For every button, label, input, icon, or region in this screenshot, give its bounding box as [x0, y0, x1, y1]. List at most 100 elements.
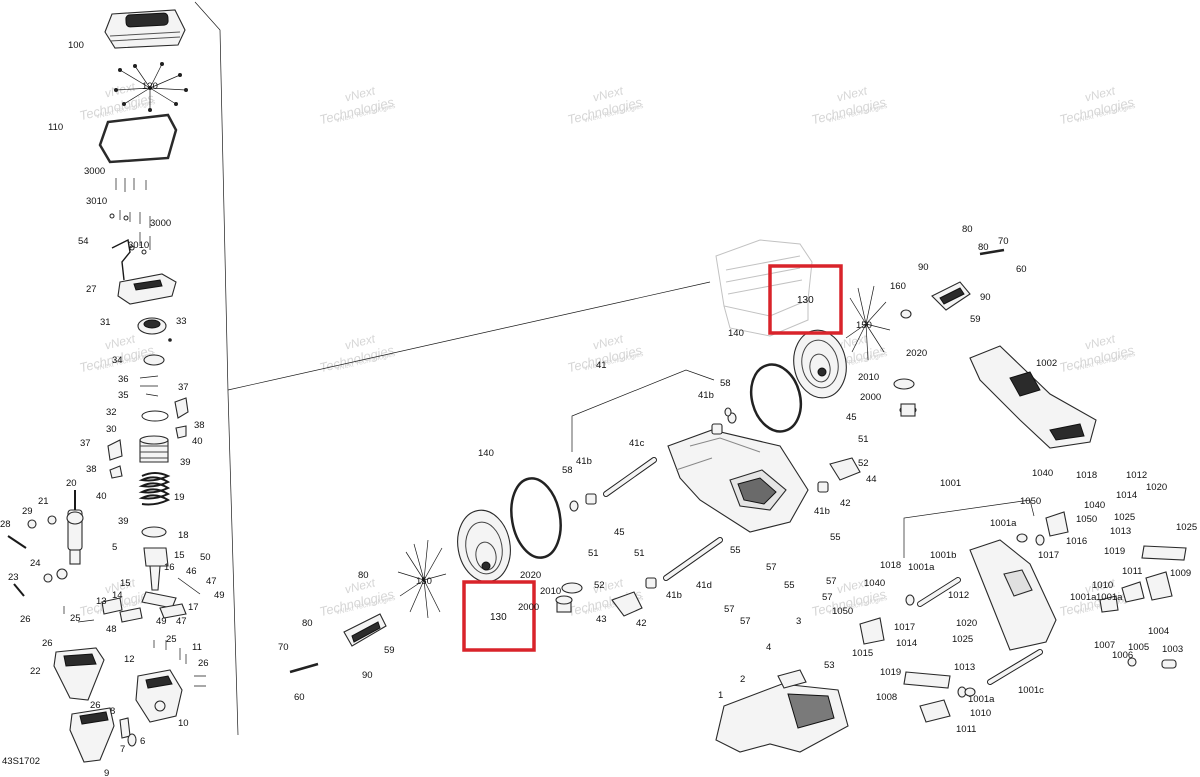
exploded-view-frame [194, 1, 711, 736]
callout-1012b: 1012 [948, 590, 969, 601]
callout-10: 10 [178, 718, 189, 729]
callout-1013a: 1013 [1110, 526, 1131, 537]
callout-1040b: 1040 [1084, 500, 1105, 511]
callout-3010b: 3010 [128, 240, 149, 251]
callout-2010a: 2010 [540, 586, 561, 597]
rotary-valve-31 [137, 317, 167, 335]
callout-70b: 70 [998, 236, 1009, 247]
callout-90a: 90 [362, 670, 373, 681]
callout-33: 33 [176, 316, 187, 327]
callout-34: 34 [112, 355, 123, 366]
callout-48: 48 [106, 624, 117, 635]
highlight-box-130-lower [462, 580, 536, 652]
callout-1011: 1011 [1122, 566, 1142, 577]
callout-17: 17 [188, 602, 199, 613]
callout-1050c: 1050 [832, 606, 853, 617]
callout-2010b: 2010 [858, 372, 879, 383]
callout-3000a: 3000 [84, 166, 105, 177]
highlight-label-lower: 130 [490, 612, 507, 623]
callout-40b: 40 [96, 491, 107, 502]
callout-57d: 57 [826, 576, 837, 587]
callout-51a: 51 [588, 548, 599, 559]
callout-160: 160 [890, 281, 906, 292]
highlight-box-130-upper [768, 264, 843, 335]
callout-1001a-c: 1001a [908, 562, 935, 573]
callout-57b: 57 [766, 562, 777, 573]
callout-51c: 51 [858, 434, 869, 445]
ring-32 [141, 410, 169, 422]
highlight-label-upper: 130 [797, 295, 814, 306]
highlight-label-layer: 130 130 [490, 295, 814, 623]
callout-1020a: 1020 [1146, 482, 1167, 493]
plug-2000-left [555, 595, 573, 613]
callout-1001a-e: 1001a [1070, 592, 1097, 603]
callout-2000a: 2000 [518, 602, 539, 613]
callout-1002: 1002 [1036, 358, 1057, 369]
callout-25a: 25 [70, 613, 81, 624]
callout-55b: 55 [784, 580, 795, 591]
callout-80a: 80 [358, 570, 369, 581]
callout-120: 120 [142, 81, 158, 92]
callout-1050b: 1050 [1076, 514, 1097, 525]
callout-49a: 49 [214, 590, 225, 601]
callout-1005: 1005 [1128, 642, 1149, 653]
callout-35: 35 [118, 390, 129, 401]
callout-9: 9 [104, 768, 109, 777]
callout-24: 24 [30, 558, 41, 569]
callout-39b: 39 [118, 516, 129, 527]
seat-18 [141, 526, 167, 538]
callout-6: 6 [140, 736, 145, 747]
callout-1009: 1009 [1170, 568, 1191, 579]
callout-52b: 52 [858, 458, 869, 469]
part-8 [119, 717, 131, 739]
callout-11: 11 [192, 642, 202, 653]
callout-58a: 58 [720, 378, 731, 389]
clip-54 [111, 238, 131, 281]
callout-2000b: 2000 [860, 392, 881, 403]
callout-14: 14 [112, 590, 123, 601]
callout-41: 41 [596, 360, 607, 371]
callout-1013b: 1013 [954, 662, 975, 673]
callout-59b: 59 [970, 314, 981, 325]
gear-34 [143, 354, 165, 366]
airbox-22 [53, 647, 105, 701]
callout-150a: 150 [416, 576, 432, 587]
left-column-assembly [7, 9, 206, 763]
callout-60a: 60 [294, 692, 305, 703]
callout-1003: 1003 [1162, 644, 1183, 655]
callout-1010b: 1010 [970, 708, 991, 719]
callout-16: 16 [164, 562, 175, 573]
callout-47b: 47 [176, 616, 187, 627]
spring-housing-30 [139, 435, 169, 463]
callout-60b: 60 [1016, 264, 1027, 275]
callout-70a: 70 [278, 642, 289, 653]
callout-1019a: 1019 [1104, 546, 1125, 557]
callout-38a: 38 [194, 420, 205, 431]
impeller-upper [793, 329, 847, 399]
callout-140a: 140 [728, 328, 744, 339]
callout-47a: 47 [206, 576, 217, 587]
callout-1025b: 1025 [1176, 522, 1197, 533]
callout-50: 50 [200, 552, 211, 563]
callout-44: 44 [866, 474, 877, 485]
callout-53: 53 [824, 660, 835, 671]
callout-18: 18 [178, 530, 189, 541]
callout-8: 8 [110, 706, 115, 717]
callout-90c: 90 [980, 292, 991, 303]
callout-21: 21 [38, 496, 49, 507]
callout-58b: 58 [562, 465, 573, 476]
callout-30: 30 [106, 424, 117, 435]
callout-1019b: 1019 [880, 667, 901, 678]
housing-9 [69, 707, 115, 763]
callout-26a: 26 [20, 614, 31, 625]
callout-1018a: 1018 [1076, 470, 1097, 481]
bracket-37-top [174, 397, 189, 419]
callout-59a: 59 [384, 645, 395, 656]
shock-20 [66, 490, 84, 565]
